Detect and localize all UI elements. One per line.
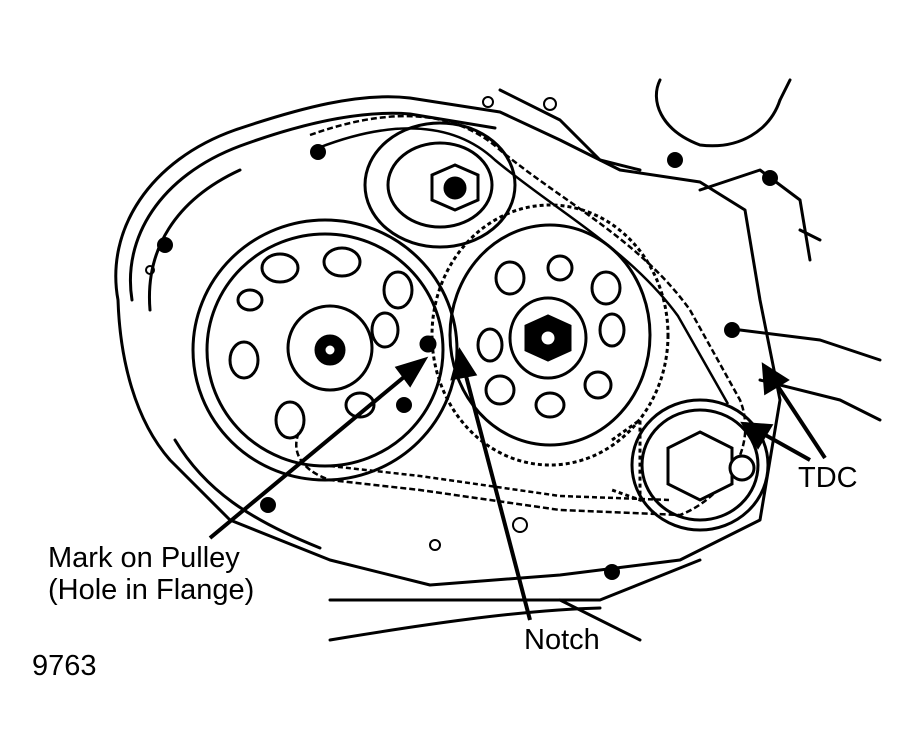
hole-in-flange-text: (Hole in Flange) [48,574,255,606]
tdc-arrowhead-upper [761,362,790,396]
tdc-label: TDC [798,462,858,494]
timing-cover-outline [114,95,782,587]
cam-gear [430,203,670,467]
notch-leader-line [463,371,532,621]
tdc-arrowhead-lower [740,421,774,450]
idler-pulley [363,121,517,249]
left-pulley [191,218,459,482]
tdc-leader-line-lower [759,430,811,462]
notch-arrowhead [450,347,478,381]
crank-sprocket [611,398,770,532]
tdc-leader-line-upper [773,380,827,460]
mark-on-pulley-label: Mark on Pulley (Hole in Flange) [48,542,254,606]
mark-arrowhead [394,356,429,388]
mark-on-pulley-text: Mark on Pulley [48,542,240,574]
mark-leader-line [208,370,412,540]
figure-number: 9763 [32,650,97,682]
pulley-mark [419,335,437,353]
notch-label: Notch [524,624,600,656]
